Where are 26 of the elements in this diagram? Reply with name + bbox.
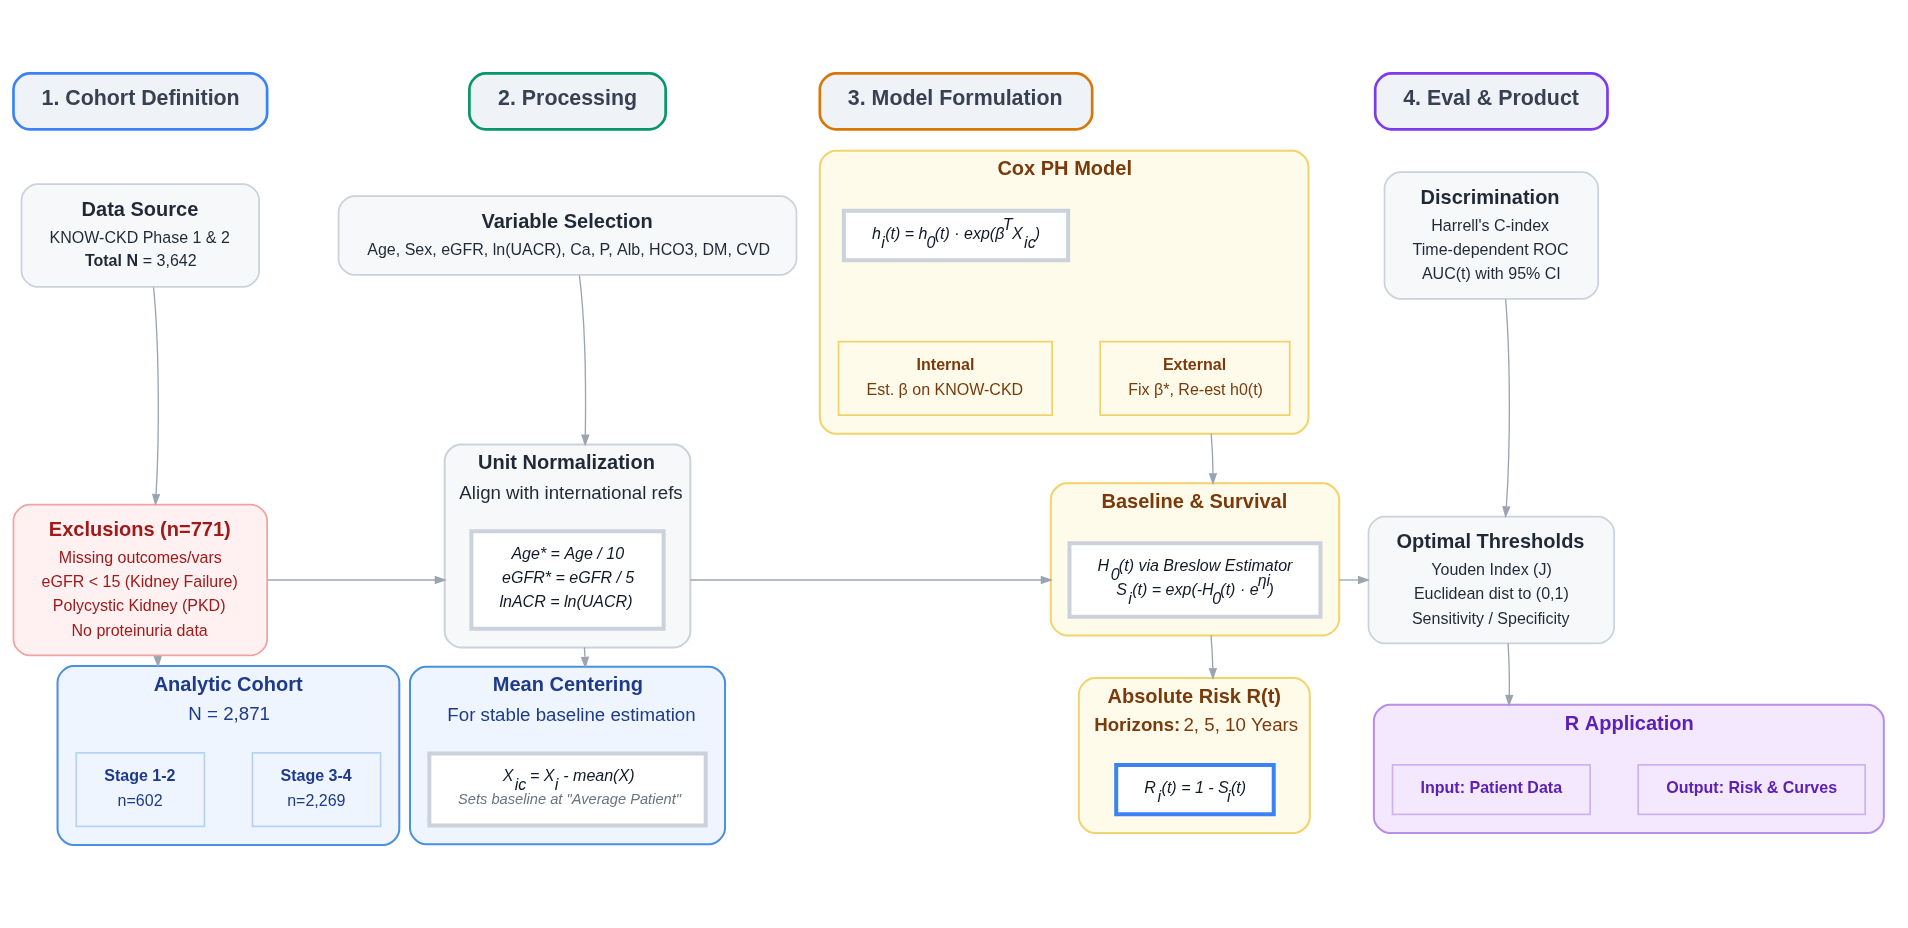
arrow bbox=[689, 575, 1053, 584]
node-box: Optimal Thresholds Youden Index (J) Euclidean dist to (0,1) Sensitivity / Specificity bbox=[1367, 515, 1616, 644]
node-box: External Fix β*, Re-est h0(t) bbox=[1099, 340, 1291, 416]
arrow bbox=[1208, 634, 1217, 680]
node-box: 2. Processing bbox=[468, 71, 667, 131]
node-box: Variable Selection Age, Sex, eGFR, ln(UACR), Ca, P, Alb, HCO3, DM, CVD bbox=[337, 194, 798, 276]
node-box: 3. Model Formulation bbox=[818, 71, 1094, 131]
node-box: Internal Est. β on KNOW-CKD bbox=[837, 340, 1053, 416]
node-box: Input: Patient Data bbox=[1391, 763, 1591, 815]
arrow bbox=[1338, 575, 1370, 584]
node-box: Stage 1-2 n=602 bbox=[75, 751, 206, 827]
arrow bbox=[578, 274, 590, 446]
arrow bbox=[266, 575, 447, 584]
node-box: Discrimination Harrell's C-index Time-dependent ROC AUC(t) with 95% CI bbox=[1383, 170, 1599, 300]
node-box: Age* = Age / 10 eGFR* = eGFR / 5 lnACR = ln(UACR) bbox=[469, 528, 666, 631]
arrow bbox=[580, 646, 590, 669]
arrow bbox=[1208, 432, 1218, 485]
arrow bbox=[1505, 642, 1514, 707]
node-box: Output: Risk & Curves bbox=[1637, 763, 1866, 815]
node-box: 1. Cohort Definition bbox=[12, 71, 269, 131]
node-box: Data Source KNOW-CKD Phase 1 & 2 Total N = 3,642 bbox=[20, 182, 260, 288]
arrow bbox=[153, 654, 162, 668]
arrow bbox=[1502, 298, 1511, 518]
node-box: Stage 3-4 n=2,269 bbox=[251, 751, 382, 827]
arrow bbox=[151, 286, 161, 506]
node-box: 4. Eval & Product bbox=[1373, 71, 1609, 131]
